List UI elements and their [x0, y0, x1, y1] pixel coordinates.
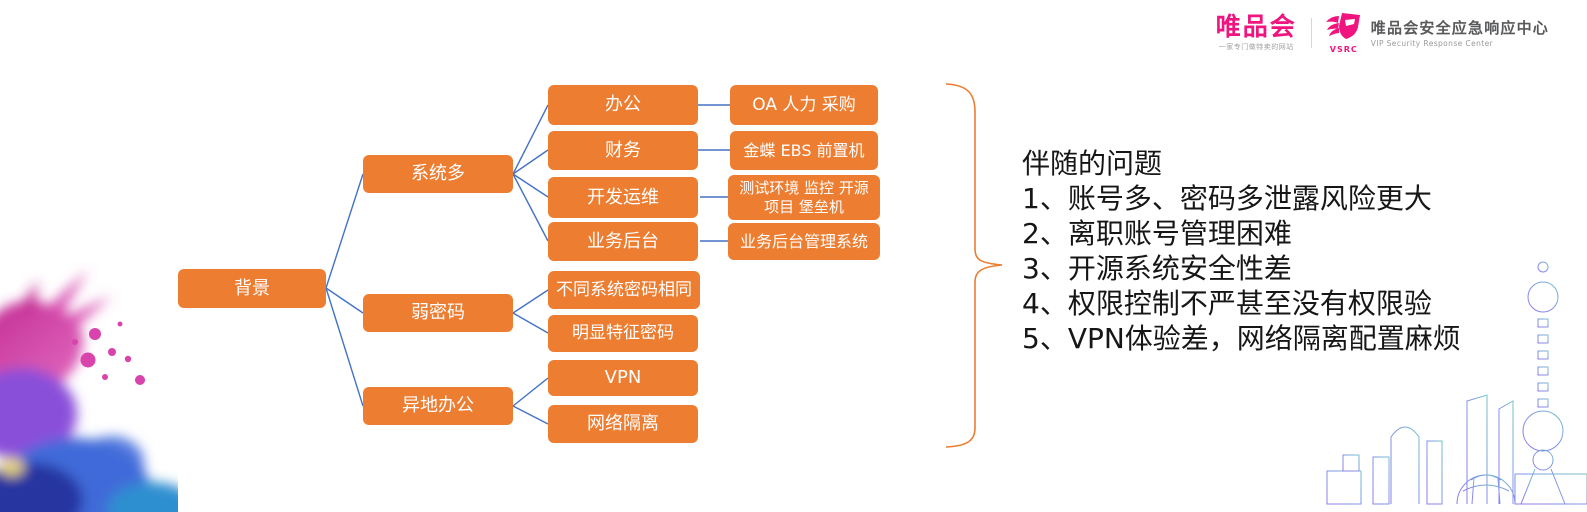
curly-brace [945, 83, 1003, 448]
problem-item-2: 2、离职账号管理困难 [1022, 217, 1292, 250]
problem-item-1: 1、账号多、密码多泄露风险更大 [1022, 182, 1432, 215]
problems-panel: 伴随的问题 1、账号多、密码多泄露风险更大 2、离职账号管理困难 3、开源系统安… [1022, 146, 1461, 356]
problem-item-3: 3、开源系统安全性差 [1022, 252, 1292, 285]
vipshop-logo: 唯品会 一家专门做特卖的网站 [1216, 14, 1297, 52]
node-devops: 开发运维 [548, 177, 698, 218]
shanghai-skyline-decoration [1289, 223, 1587, 505]
node-leaf-testenv: 测试环境 监控 开源项目 堡垒机 [728, 175, 880, 220]
brand-divider [1310, 18, 1312, 48]
node-branch-remote-work: 异地办公 [363, 387, 513, 425]
problem-item-5: 5、VPN体验差，网络隔离配置麻烦 [1022, 322, 1461, 355]
node-branch-weak-passwords: 弱密码 [363, 294, 513, 332]
vsrc-abbr: VSRC [1329, 45, 1358, 54]
vsrc-title-block: 唯品会安全应急响应中心 VIP Security Response Center [1371, 19, 1549, 48]
node-business-backend: 业务后台 [548, 222, 698, 261]
vsrc-title-en: VIP Security Response Center [1370, 38, 1494, 48]
node-office: 办公 [548, 85, 698, 125]
vipshop-wordmark: 唯品会 [1215, 12, 1297, 41]
vsrc-title-cn: 唯品会安全应急响应中心 [1370, 18, 1549, 37]
vipshop-tagline: 一家专门做特卖的网站 [1218, 43, 1294, 51]
watercolor-splash-decoration [0, 270, 178, 512]
node-root: 背景 [178, 269, 326, 308]
node-leaf-oa: OA 人力 采购 [730, 85, 878, 125]
node-vpn: VPN [548, 360, 698, 396]
node-same-password: 不同系统密码相同 [548, 271, 700, 309]
vsrc-logo: VSRC [1325, 12, 1362, 54]
problem-item-4: 4、权限控制不严甚至没有权限验 [1022, 287, 1432, 320]
node-network-isolation: 网络隔离 [548, 405, 698, 443]
brand-header: 唯品会 一家专门做特卖的网站 VSRC 唯品会安全应急响应中心 VIP Secu… [1216, 12, 1549, 54]
node-finance: 财务 [548, 131, 698, 170]
node-obvious-password: 明显特征密码 [548, 315, 698, 352]
node-leaf-backend-mgmt: 业务后台管理系统 [728, 223, 880, 260]
node-branch-systems: 系统多 [363, 155, 513, 193]
winged-shield-icon [1325, 12, 1362, 44]
problems-title: 伴随的问题 [1022, 147, 1163, 180]
node-leaf-kingdee: 金蝶 EBS 前置机 [730, 131, 878, 170]
